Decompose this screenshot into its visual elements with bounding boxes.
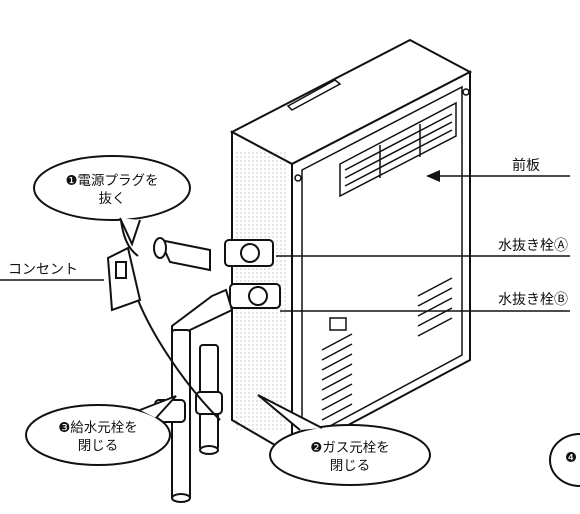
step-2-line-1: ❷ガス元栓を [310, 440, 390, 456]
step-3-line-2: 閉じる [77, 437, 119, 454]
leader-lines [0, 175, 570, 312]
drain-plug-a-label: 水抜き栓Ⓐ [498, 238, 568, 254]
step-3-line-1: ❸給水元栓を [58, 420, 138, 436]
step-2-bubble-text: ❷ガス元栓を 閉じる [296, 440, 404, 475]
front-badge [329, 317, 347, 331]
bottom-vent-grille [321, 277, 453, 421]
step-2-line-2: 閉じる [329, 457, 371, 474]
step-3-bubble-text: ❸給水元栓を 閉じる [44, 420, 152, 455]
step-1-bubble-text: ❶電源プラグを 抜く [56, 173, 168, 208]
pipe-fittings [153, 237, 281, 309]
step-4-partial-text: ❹ [564, 450, 578, 466]
panel-screws [294, 88, 470, 182]
front-panel-label: 前板 [512, 158, 540, 174]
outlet-and-cord [106, 209, 221, 421]
top-vent-grille [339, 101, 457, 198]
front-panel-arrow [426, 170, 440, 182]
cloud-bubbles [25, 155, 580, 487]
pipes [154, 288, 234, 503]
outlet-label: コンセント [8, 262, 78, 278]
step-1-line-1: ❶電源プラグを [65, 173, 159, 189]
drain-plug-b-label: 水抜き栓Ⓑ [498, 292, 568, 308]
step-1-line-2: 抜く [98, 190, 126, 207]
